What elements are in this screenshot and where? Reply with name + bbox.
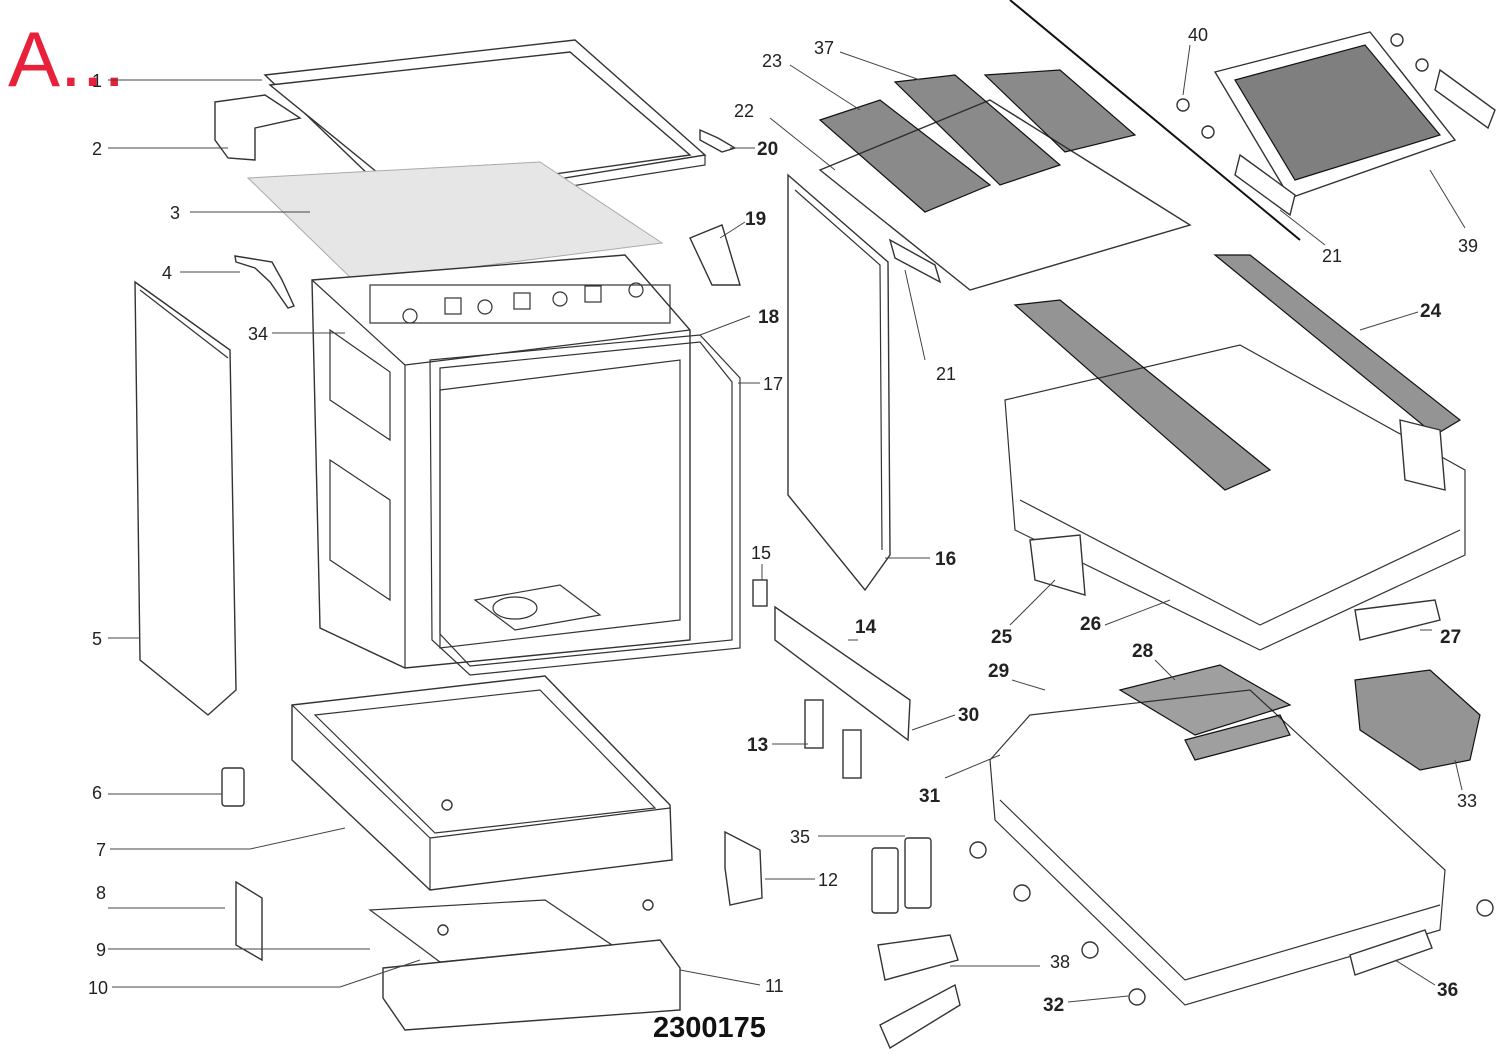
part-label-10: 10: [88, 978, 108, 998]
part-label-25: 25: [991, 627, 1013, 648]
part-label-40: 40: [1188, 25, 1208, 45]
part-label-23: 23: [762, 51, 782, 71]
part-label-22: 22: [734, 101, 754, 121]
inner-door-part: [787, 173, 891, 592]
part-label-3: 3: [170, 203, 180, 223]
side-panel-part: [134, 280, 237, 716]
small-parts: [221, 128, 911, 962]
part-label-21b: 21: [1322, 246, 1342, 266]
cutlery-tray-part: [818, 69, 1192, 291]
part-label-12: 12: [818, 870, 838, 890]
page-title: A...: [8, 15, 126, 103]
part-label-36: 36: [1437, 980, 1458, 1001]
upper-basket-part: [1004, 254, 1466, 651]
part-label-2: 2: [92, 139, 102, 159]
part-label-21: 21: [936, 364, 956, 384]
part-label-39: 39: [1458, 236, 1478, 256]
part-label-33: 33: [1457, 791, 1477, 811]
part-label-14: 14: [855, 617, 877, 638]
part-label-38: 38: [1050, 952, 1070, 972]
tub-body-part: [311, 254, 691, 669]
part-label-8: 8: [96, 883, 106, 903]
insulation-sheet-part: [246, 161, 664, 283]
part-number-labels: 1 2 3 4 5 6 7 8 9 10 11 12 13 14 15 16 1…: [88, 25, 1478, 1016]
part-label-26: 26: [1080, 614, 1101, 635]
leader-lines: [108, 44, 1466, 1003]
part-label-15: 15: [751, 543, 771, 563]
part-label-18: 18: [758, 307, 779, 328]
part-label-9: 9: [96, 940, 106, 960]
part-label-34: 34: [248, 324, 268, 344]
part-label-13: 13: [747, 735, 768, 756]
part-label-28: 28: [1132, 641, 1153, 662]
part-label-30: 30: [958, 705, 979, 726]
part-label-7: 7: [96, 840, 106, 860]
basket-clips-parts: [871, 837, 961, 1050]
part-label-20: 20: [757, 139, 778, 160]
part-label-1: 1: [92, 71, 102, 91]
part-label-6: 6: [92, 783, 102, 803]
part-label-31: 31: [919, 786, 941, 807]
base-tray-part: [291, 675, 673, 891]
part-label-27: 27: [1440, 627, 1461, 648]
front-trim-part: [214, 94, 302, 161]
section-divider-line: [1009, 0, 1301, 241]
part-label-17: 17: [763, 374, 783, 394]
part-label-35: 35: [790, 827, 810, 847]
top-basket-part: [1176, 31, 1496, 217]
lower-basket-part: [969, 664, 1494, 1006]
part-label-24: 24: [1420, 301, 1442, 322]
part-label-4: 4: [162, 263, 172, 283]
part-label-11: 11: [765, 976, 784, 996]
part-label-5: 5: [92, 629, 102, 649]
part-label-32: 32: [1043, 995, 1064, 1016]
bracket-4-part: [234, 255, 295, 309]
part-label-19: 19: [745, 209, 766, 230]
part-label-29: 29: [988, 661, 1009, 682]
kickplate-part: [368, 899, 681, 1031]
part-label-16: 16: [935, 549, 956, 570]
drawing-number: 2300175: [653, 1012, 766, 1044]
part-label-37: 37: [814, 38, 834, 58]
